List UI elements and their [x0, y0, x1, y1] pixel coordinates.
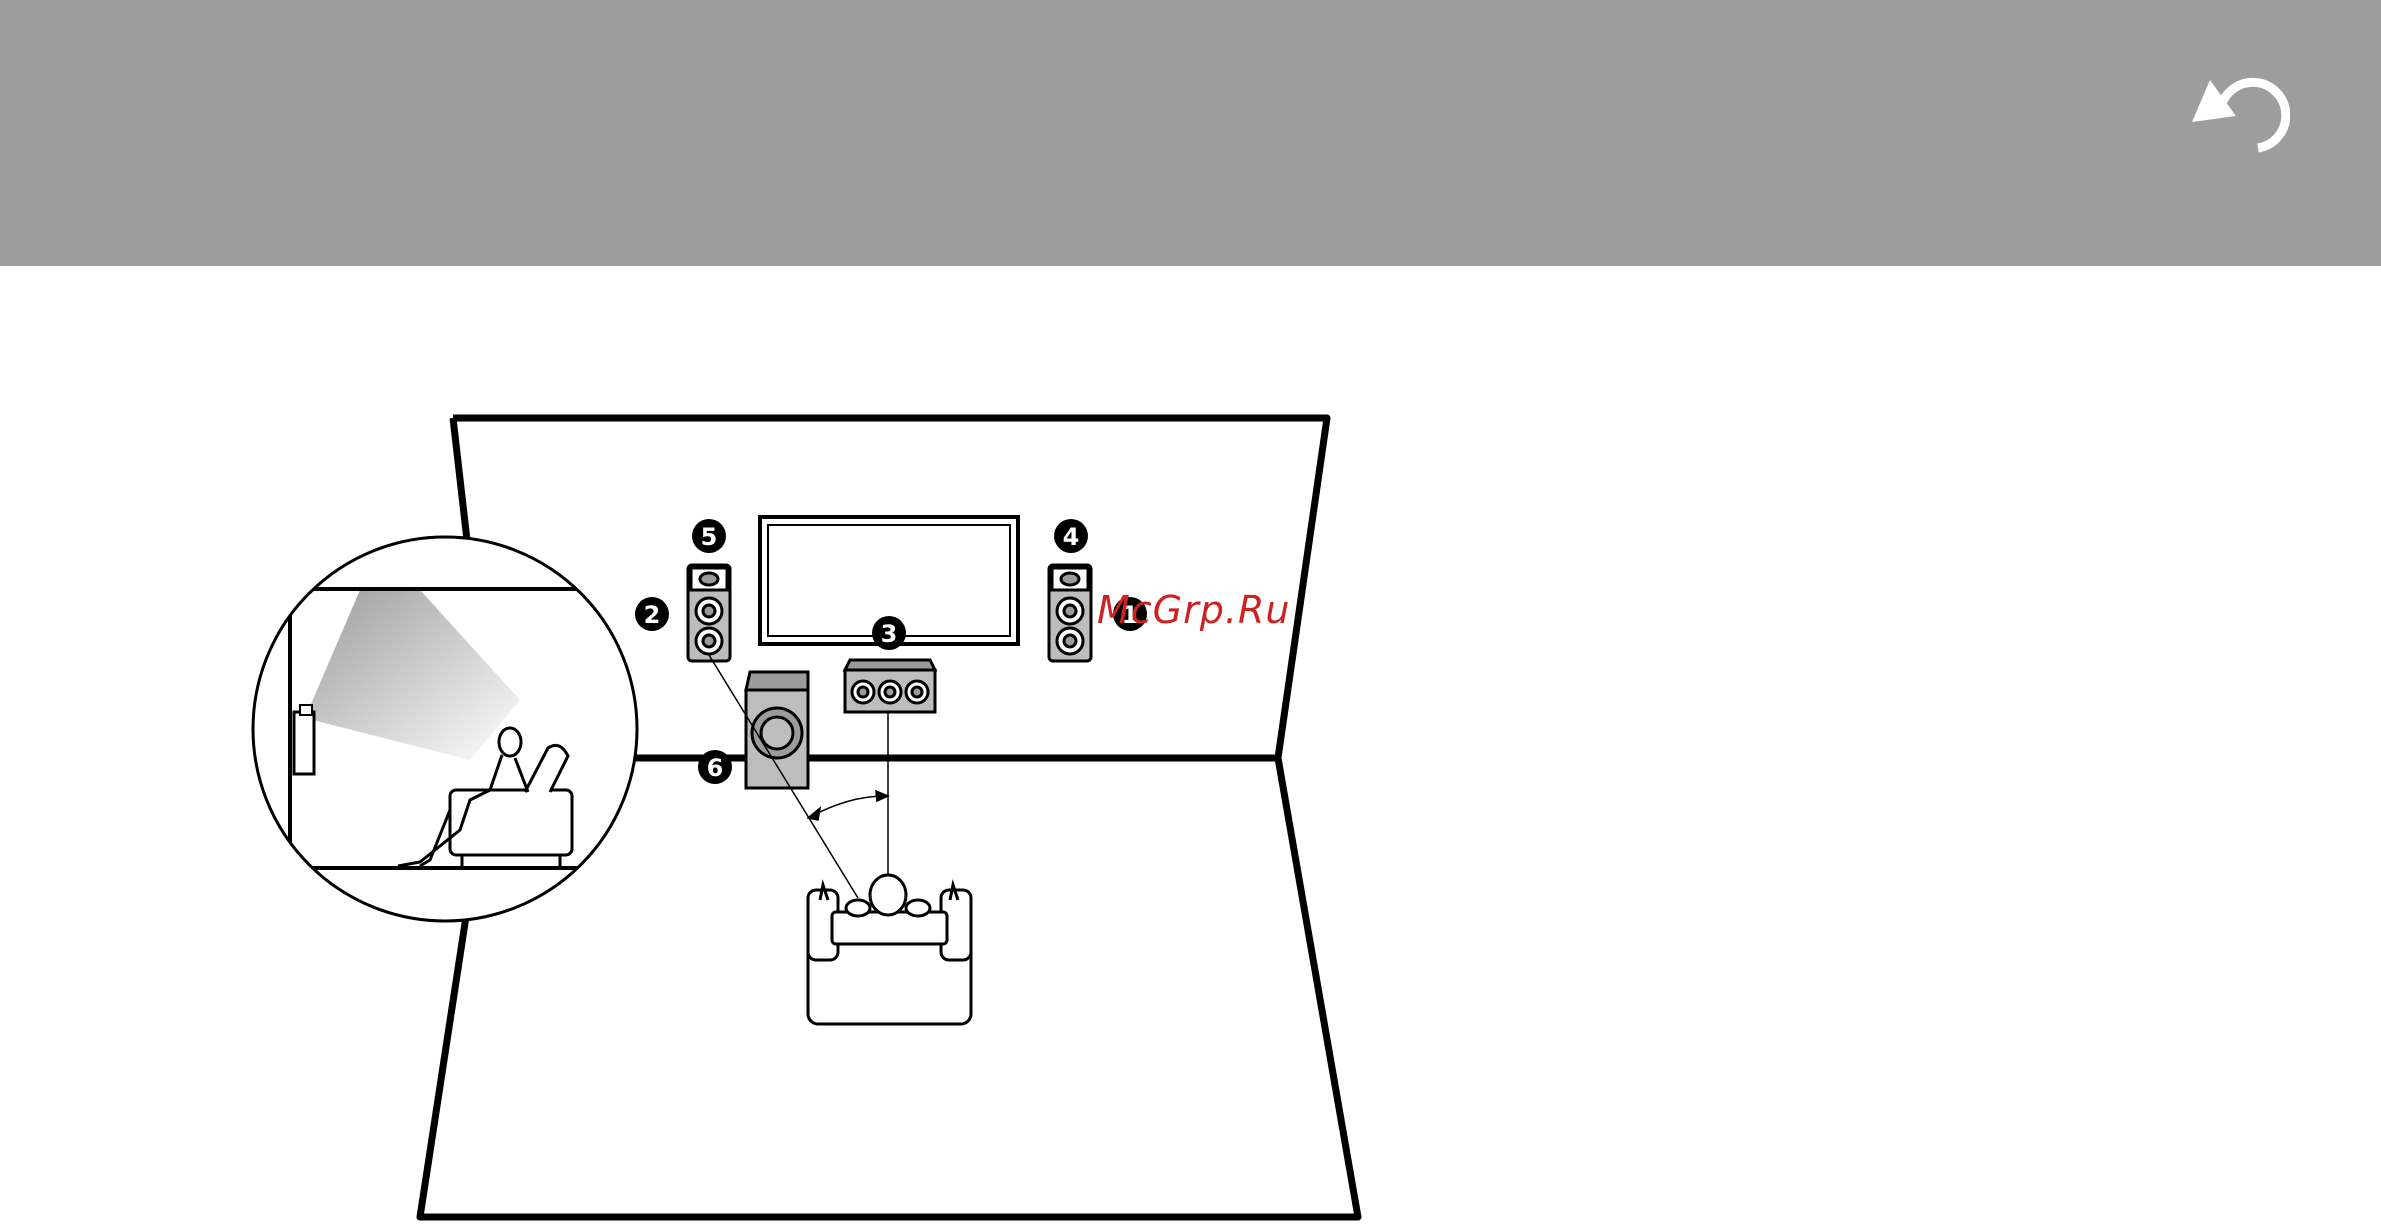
badge-6-label: 6	[707, 754, 724, 782]
badge-5: 5	[692, 519, 726, 553]
center-speaker	[845, 660, 935, 712]
front-left-speaker	[688, 565, 730, 661]
inset-side-view	[250, 537, 650, 921]
badge-6: 6	[698, 750, 732, 784]
listener-sofa	[808, 875, 971, 1024]
badge-3-label: 3	[881, 620, 898, 648]
watermark-text: McGrp.Ru	[1097, 588, 1290, 632]
badge-4-label: 4	[1063, 523, 1080, 551]
badge-2-label: 2	[644, 601, 661, 629]
badge-4: 4	[1054, 519, 1088, 553]
badge-3: 3	[872, 616, 906, 650]
badge-2: 2	[635, 597, 669, 631]
badge-5-label: 5	[701, 523, 718, 551]
front-right-speaker	[1049, 565, 1091, 661]
